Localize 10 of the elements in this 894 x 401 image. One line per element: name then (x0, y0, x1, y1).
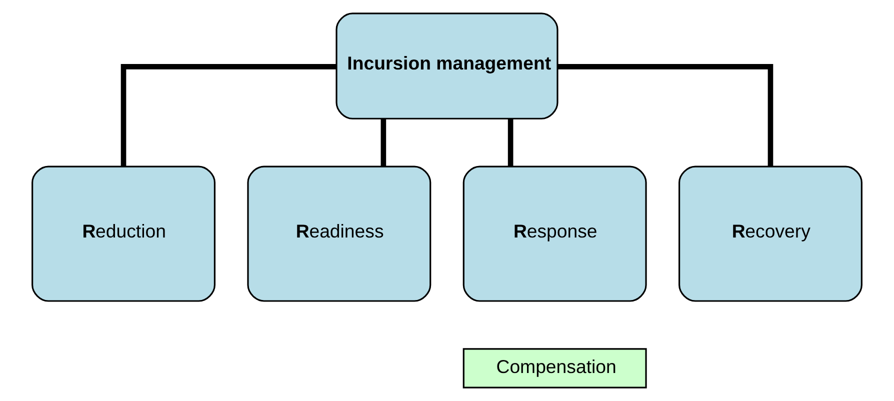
node-box: Compensation (462, 348, 647, 388)
connector (380, 118, 386, 167)
node-box: Incursion management (336, 12, 558, 120)
connector (120, 64, 336, 166)
connector (508, 118, 514, 167)
node-box: Readiness (247, 166, 432, 302)
node-box: Reduction (32, 166, 216, 302)
node-box: Response (462, 166, 647, 302)
connector (558, 64, 774, 166)
node-box: Recovery (678, 166, 862, 302)
